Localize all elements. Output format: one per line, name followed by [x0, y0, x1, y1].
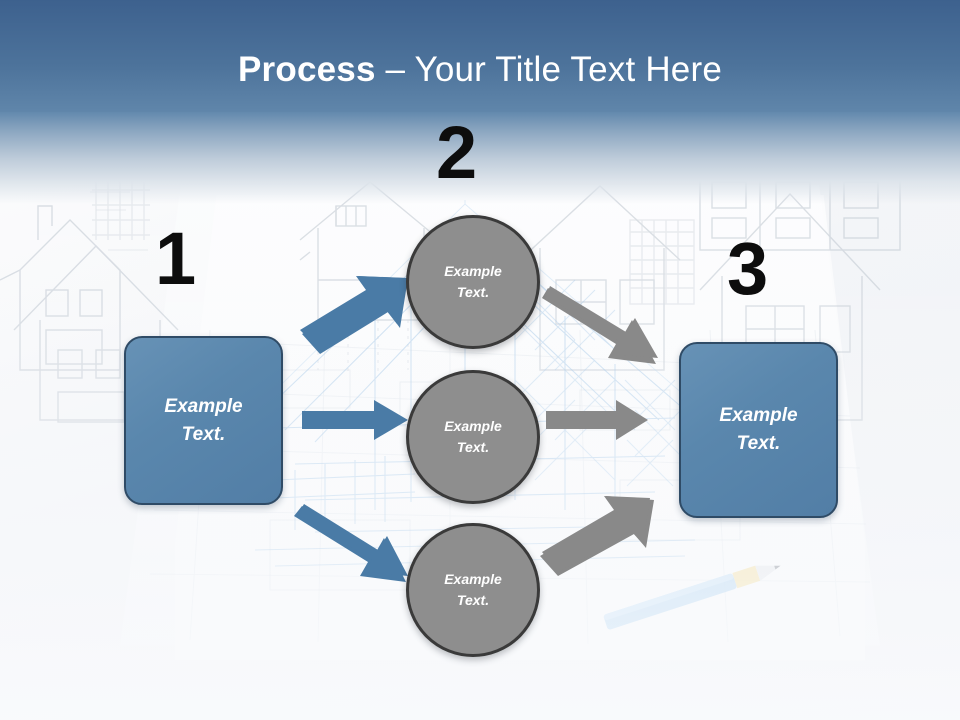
step-number-3: 3 — [727, 227, 769, 310]
right-step-box-line2: Text. — [736, 433, 781, 454]
header-band — [0, 0, 960, 120]
blue-arrow-right-icon — [302, 400, 410, 440]
blue-arrow-down-right-icon — [294, 500, 414, 582]
gray-arrow-right-icon — [546, 400, 650, 440]
right-step-box-line1: Example — [719, 405, 798, 426]
right-step-box-text: Example Text. — [719, 402, 797, 458]
circle-step-top-text: Example Text. — [444, 261, 502, 303]
circle-step-middle[interactable]: Example Text. — [406, 370, 540, 504]
circle-step-bottom-line1: Example — [444, 571, 502, 587]
left-step-box-text: Example Text. — [164, 393, 242, 449]
gray-arrow-down-right-icon — [542, 284, 664, 364]
circle-step-top-line1: Example — [444, 263, 502, 279]
circle-step-bottom-text: Example Text. — [444, 569, 502, 611]
circle-step-bottom[interactable]: Example Text. — [406, 523, 540, 657]
step-number-1: 1 — [155, 217, 197, 300]
circle-step-middle-text: Example Text. — [444, 416, 502, 458]
left-step-box-line2: Text. — [181, 423, 226, 445]
step-number-2: 2 — [436, 111, 478, 194]
circle-step-bottom-line2: Text. — [456, 592, 490, 608]
circle-step-top[interactable]: Example Text. — [406, 215, 540, 349]
page-title-rest: – Your Title Text Here — [375, 50, 722, 89]
blue-arrow-up-right-icon — [300, 272, 412, 354]
page-title: Process – Your Title Text Here — [0, 48, 960, 92]
header-gradient-fade — [0, 112, 960, 204]
circle-step-middle-line2: Text. — [456, 439, 490, 455]
right-step-box[interactable]: Example Text. — [679, 342, 838, 518]
circle-step-top-line2: Text. — [456, 284, 490, 300]
gray-arrow-up-right-icon — [540, 492, 658, 576]
page-title-bold: Process — [238, 50, 376, 89]
left-step-box-line1: Example — [164, 395, 243, 417]
circle-step-middle-line1: Example — [444, 418, 502, 434]
left-step-box[interactable]: Example Text. — [124, 336, 283, 505]
